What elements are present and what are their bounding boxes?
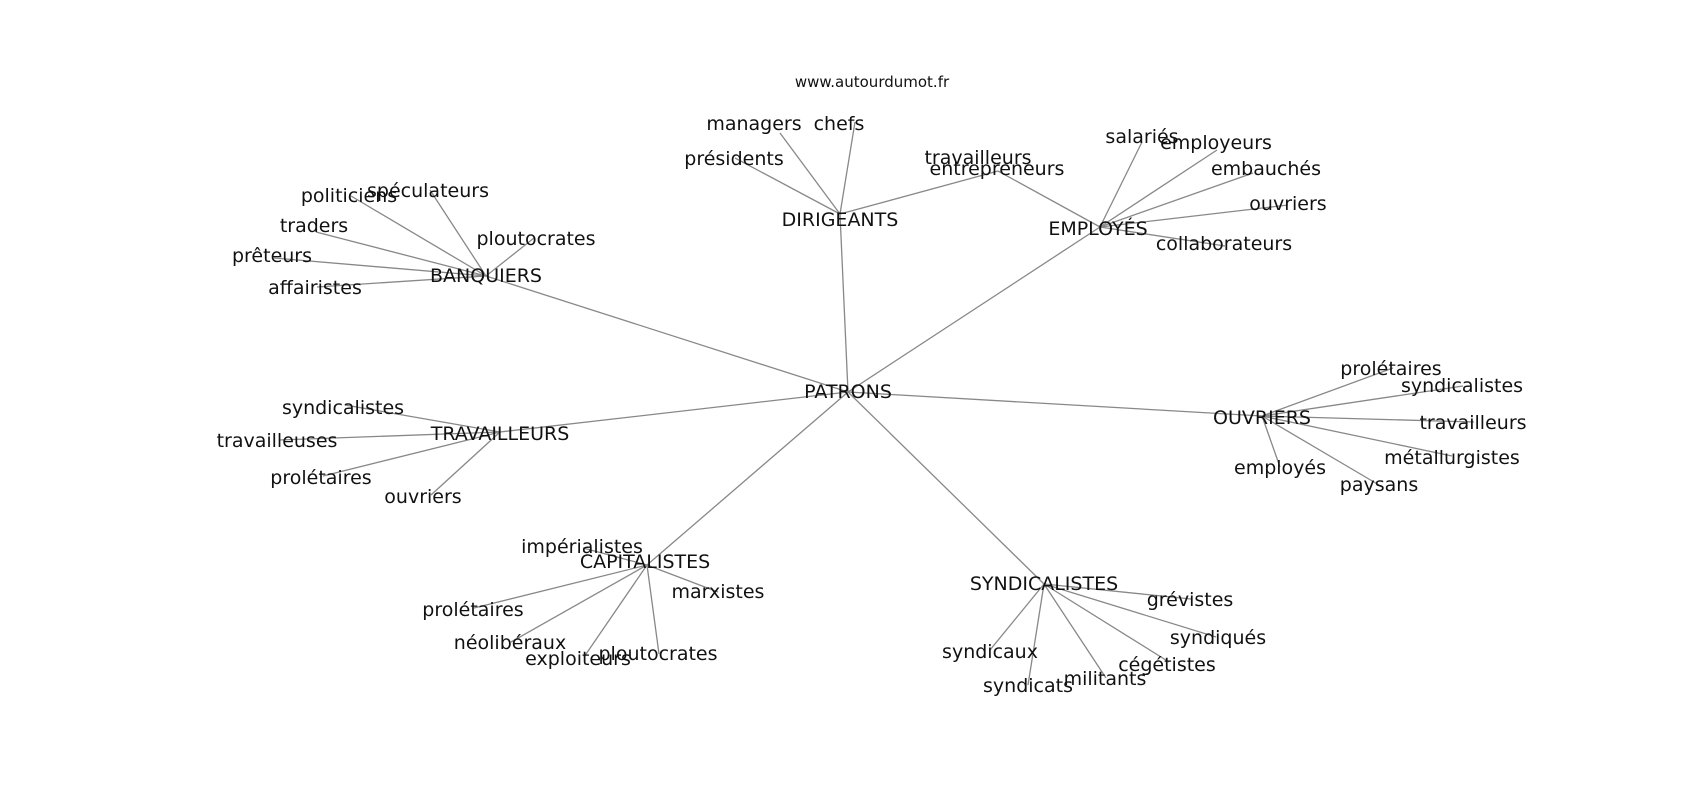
edge-dirigeants-entrepreneurs — [839, 170, 999, 215]
edge-employes-collaborateurs — [1099, 226, 1226, 247]
edge-ouvriers-employes — [1261, 415, 1281, 468]
hub-label-syndicalistes: SYNDICALISTES — [970, 573, 1118, 595]
leaf-label-neoliberaux: néolibéraux — [454, 632, 566, 654]
edge-syndicalistes-grevistes — [1043, 583, 1192, 600]
edge-syndicalistes-militants — [1043, 583, 1107, 679]
edge-ouvriers-paysans — [1261, 415, 1380, 486]
leaf-label-militants: militants — [1064, 668, 1147, 690]
leaf-label-ploutocrates: ploutocrates — [476, 228, 595, 250]
leaf-label-proletaires: prolétaires — [422, 599, 523, 621]
leaf-label-speculateurs: spéculateurs — [367, 180, 489, 202]
edge-capitalistes-marxistes — [646, 564, 719, 593]
leaf-label-cegetistes: cégétistes — [1118, 654, 1216, 676]
leaf-label-exploiteurs: exploiteurs — [525, 648, 631, 670]
leaf-label-proletaires: prolétaires — [1340, 358, 1441, 380]
hub-label-capitalistes: CAPITALISTES — [580, 551, 710, 573]
edge-travailleurs-ouvriers — [430, 431, 501, 496]
edge-capitalistes-proletaires — [473, 564, 648, 609]
leaf-label-syndicaux: syndicaux — [942, 641, 1038, 663]
leaf-label-metallurgistes: métallurgistes — [1384, 447, 1520, 469]
leaf-label-chefs: chefs — [814, 113, 865, 135]
edge-syndicalistes-syndicats — [1027, 583, 1045, 686]
edge-center-dirigeants — [839, 213, 849, 393]
leaf-label-travailleuses: travailleuses — [217, 430, 338, 452]
hub-label-banquiers: BANQUIERS — [430, 265, 542, 287]
edge-dirigeants-chefs — [839, 121, 856, 215]
leaf-label-marxistes: marxistes — [672, 581, 765, 603]
leaf-label-ploutocrates: ploutocrates — [598, 643, 717, 665]
leaf-label-ouvriers: ouvriers — [384, 486, 461, 508]
edge-capitalistes-neoliberaux — [510, 564, 648, 643]
edge-center-banquiers — [485, 275, 849, 393]
edge-travailleurs-travailleuses — [278, 431, 501, 441]
edge-ouvriers-proletaires — [1261, 367, 1394, 417]
leaf-label-syndicats: syndicats — [983, 675, 1073, 697]
edge-banquiers-traders — [315, 231, 487, 277]
leaf-label-syndiques: syndiqués — [1170, 627, 1266, 649]
edge-banquiers-affairistes — [316, 275, 487, 288]
edge-banquiers-ploutocrates — [485, 237, 535, 277]
leaf-label-proletaires: prolétaires — [270, 467, 371, 489]
leaf-label-politiciens: politiciens — [301, 185, 397, 207]
edge-capitalistes-exploiteurs — [583, 564, 648, 658]
edge-syndicalistes-syndicaux — [989, 583, 1045, 651]
edge-travailleurs-proletaires — [322, 431, 501, 477]
edge-center-ouvriers — [847, 391, 1263, 417]
edge-banquiers-politiciens — [350, 195, 487, 277]
leaf-label-presidents: présidents — [684, 148, 783, 170]
edge-travailleurs-syndicalistes — [344, 404, 501, 433]
leaf-label-travailleurs: travailleurs — [924, 147, 1031, 169]
edge-dirigeants-managers — [779, 132, 841, 215]
hub-label-employes: EMPLOYÉS — [1048, 217, 1147, 240]
leaf-label-embauches: embauchés — [1211, 158, 1321, 180]
hub-label-travailleurs: TRAVAILLEURS — [430, 423, 570, 445]
leaf-label-employes: employés — [1234, 457, 1326, 479]
leaf-label-salaries: salariés — [1105, 126, 1178, 148]
edge-employes-salaries — [1099, 141, 1143, 228]
leaf-label-managers: managers — [706, 113, 801, 135]
leaf-label-collaborateurs: collaborateurs — [1156, 233, 1292, 255]
leaf-label-travailleurs: travailleurs — [1419, 412, 1526, 434]
edge-banquiers-speculateurs — [429, 189, 487, 277]
edge-ouvriers-travailleurs — [1261, 415, 1475, 423]
leaf-label-preteurs: prêteurs — [232, 245, 312, 267]
edge-employes-travailleurs — [997, 170, 1101, 228]
edge-employes-employeurs — [1099, 149, 1218, 228]
leaf-label-syndicalistes: syndicalistes — [1401, 375, 1523, 397]
edge-dirigeants-presidents — [734, 157, 841, 215]
edge-syndicalistes-cegetistes — [1043, 583, 1170, 663]
edge-capitalistes-imperialistes — [582, 547, 648, 566]
edge-employes-embauches — [1099, 172, 1254, 228]
edge-center-syndicalistes — [847, 391, 1045, 585]
edge-capitalistes-ploutocrates — [646, 564, 660, 655]
leaf-label-grevistes: grévistes — [1147, 589, 1234, 611]
leaf-label-employeurs: employeurs — [1160, 132, 1272, 154]
edge-ouvriers-syndicalistes — [1261, 385, 1464, 417]
edge-ouvriers-metallurgistes — [1261, 415, 1453, 457]
leaf-label-entrepreneurs: entrepreneurs — [930, 158, 1065, 180]
hub-label-ouvriers: OUVRIERS — [1213, 407, 1311, 429]
leaf-label-syndicalistes: syndicalistes — [282, 397, 404, 419]
edge-center-capitalistes — [646, 391, 849, 566]
leaf-label-imperialistes: impérialistes — [521, 536, 643, 558]
leaf-label-affairistes: affairistes — [268, 277, 362, 299]
edge-syndicalistes-syndiques — [1043, 583, 1217, 638]
leaf-label-traders: traders — [280, 215, 348, 237]
leaf-label-paysans: paysans — [1340, 474, 1418, 496]
center-label: PATRONS — [804, 381, 892, 403]
edge-banquiers-preteurs — [273, 257, 487, 277]
site-credit: www.autourdumot.fr — [795, 73, 950, 91]
leaf-label-ouvriers: ouvriers — [1249, 193, 1326, 215]
edge-center-travailleurs — [499, 391, 849, 433]
edge-center-employes — [847, 226, 1101, 393]
edge-employes-ouvriers — [1099, 204, 1289, 228]
hub-label-dirigeants: DIRIGEANTS — [782, 209, 899, 231]
graph-edges — [273, 121, 1475, 686]
